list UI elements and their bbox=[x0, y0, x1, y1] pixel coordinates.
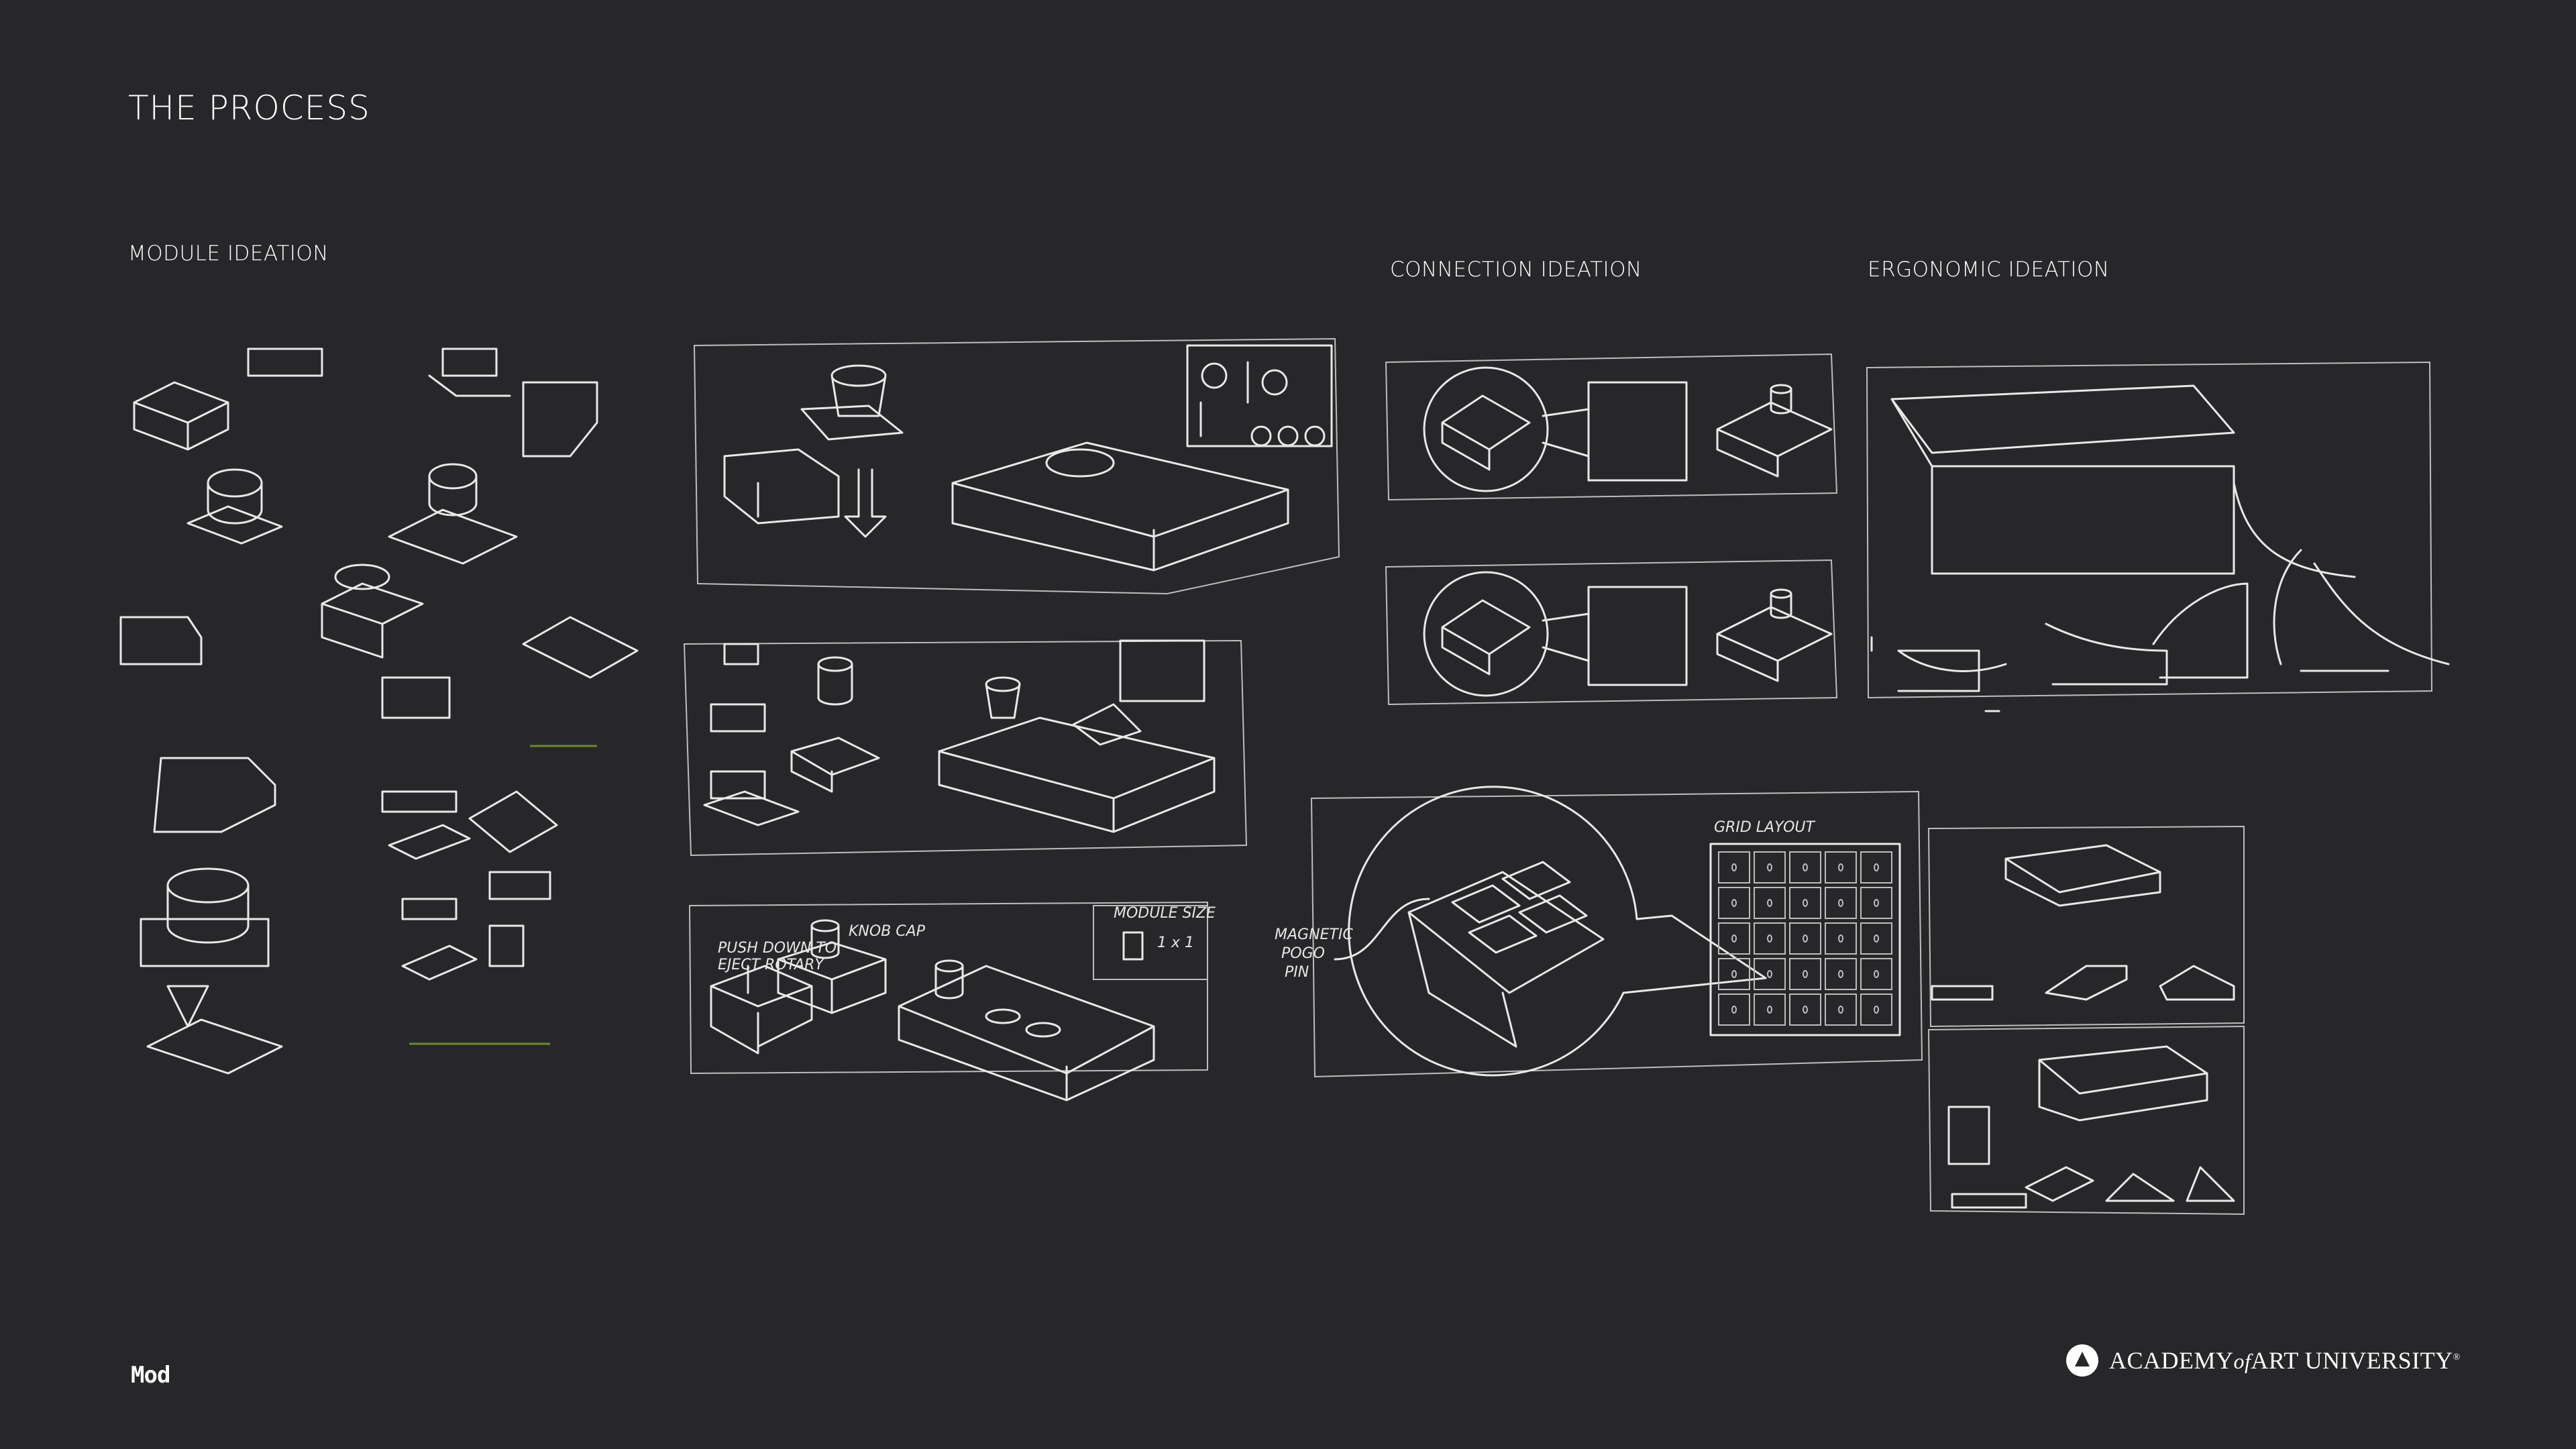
aau-wordmark: ACADEMYofART UNIVERSITY® bbox=[2109, 1346, 2461, 1375]
pogo-pin-dot bbox=[1731, 1006, 1737, 1014]
pogo-pin-dot bbox=[1767, 934, 1772, 943]
grid-cell bbox=[1754, 994, 1786, 1026]
magnifier-bubble bbox=[1348, 786, 1767, 1077]
pogo-pin-dot bbox=[1731, 863, 1737, 871]
ergonomic-sketch-main bbox=[1866, 361, 2450, 712]
grid-cell bbox=[1718, 922, 1750, 955]
pogo-pin-dot bbox=[1803, 1006, 1808, 1014]
grid-cell bbox=[1825, 887, 1857, 919]
magnetic-label: MAGNETIC bbox=[1275, 926, 1353, 943]
push-down-label: PUSH DOWN TO bbox=[718, 940, 837, 957]
module-size-value: 1 x 1 bbox=[1157, 934, 1194, 951]
ergonomic-sketch-3 bbox=[1927, 1025, 2245, 1216]
grid-cell bbox=[1860, 994, 1892, 1026]
aau-wordmark-of: of bbox=[2233, 1349, 2251, 1373]
module-size-label: MODULE SIZE bbox=[1114, 905, 1216, 922]
grid-cell bbox=[1754, 958, 1786, 990]
grid-cell bbox=[1754, 922, 1786, 955]
grid-cell bbox=[1789, 958, 1821, 990]
aau-seal-icon bbox=[2066, 1344, 2098, 1377]
grid-cell bbox=[1718, 994, 1750, 1026]
grid-cell bbox=[1789, 851, 1821, 883]
pogo-pin-dot bbox=[1803, 970, 1808, 978]
pogo-pin-dot bbox=[1803, 899, 1808, 907]
pogo-pin-dot bbox=[1767, 863, 1772, 871]
pogo-pin-dot bbox=[1874, 899, 1879, 907]
pogo-pin-dot bbox=[1838, 1006, 1843, 1014]
grid-cell bbox=[1718, 851, 1750, 883]
grid-cell bbox=[1789, 887, 1821, 919]
pogo-pin-dot bbox=[1838, 934, 1843, 943]
pogo-pin-dot bbox=[1874, 934, 1879, 943]
grid-cell bbox=[1718, 887, 1750, 919]
grid-cell bbox=[1754, 851, 1786, 883]
page-title: THE PROCESS bbox=[128, 89, 370, 127]
grid-cell bbox=[1718, 958, 1750, 990]
grid-layout-label: GRID LAYOUT bbox=[1714, 819, 1816, 836]
grid-cell bbox=[1754, 887, 1786, 919]
grid-cell bbox=[1860, 887, 1892, 919]
pogo-pin-dot bbox=[1731, 970, 1737, 978]
pogo-pin-dot bbox=[1767, 970, 1772, 978]
pogo-pin-dot bbox=[1838, 899, 1843, 907]
pogo-pin-dot bbox=[1767, 899, 1772, 907]
aau-wordmark-b: ART UNIVERSITY bbox=[2251, 1347, 2453, 1374]
pogo-label: POGO bbox=[1281, 945, 1325, 962]
module-ideation-heading: MODULE IDEATION bbox=[128, 241, 329, 266]
pin-label: PIN bbox=[1285, 964, 1309, 981]
pogo-pin-dot bbox=[1731, 899, 1737, 907]
pogo-pin-dot bbox=[1731, 934, 1737, 943]
ergonomic-ideation-heading: ERGONOMIC IDEATION bbox=[1868, 258, 2110, 282]
pogo-pin-dot bbox=[1838, 863, 1843, 871]
grid-layout-cells bbox=[1718, 851, 1892, 1026]
pogo-pin-dot bbox=[1803, 863, 1808, 871]
module-sketch-panel-c: MODULE SIZE 1 x 1 PUSH DOWN TO EJECT ROT… bbox=[688, 901, 1216, 1102]
eject-rotary-label: EJECT ROTARY bbox=[718, 957, 824, 973]
pogo-pin-dot bbox=[1803, 934, 1808, 943]
pogo-pin-dot bbox=[1874, 970, 1879, 978]
grid-cell bbox=[1825, 851, 1857, 883]
connection-sketch-detail: MAGNETIC POGO PIN GRID LAYOUT bbox=[1275, 786, 1923, 1078]
grid-cell bbox=[1789, 994, 1821, 1026]
pogo-pin-dot bbox=[1874, 863, 1879, 871]
pogo-pin-dot bbox=[1767, 1006, 1772, 1014]
module-sketches bbox=[119, 347, 639, 1075]
aau-wordmark-a: ACADEMY bbox=[2109, 1347, 2234, 1374]
pogo-pin-dot bbox=[1874, 1006, 1879, 1014]
grid-cell bbox=[1860, 922, 1892, 955]
grid-cell bbox=[1860, 851, 1892, 883]
pogo-pin-dot bbox=[1838, 970, 1843, 978]
knob-cap-label: KNOB CAP bbox=[849, 923, 926, 940]
module-sketch-panel-b bbox=[683, 639, 1248, 857]
connection-sketch-1 bbox=[1385, 353, 1838, 501]
grid-cell bbox=[1789, 922, 1821, 955]
module-sketch-panel-a bbox=[693, 337, 1340, 595]
academy-of-art-university-logo: ACADEMYofART UNIVERSITY® bbox=[2066, 1344, 2461, 1377]
connection-sketch-2 bbox=[1385, 559, 1838, 706]
grid-cell bbox=[1825, 922, 1857, 955]
connection-ideation-heading: CONNECTION IDEATION bbox=[1390, 258, 1642, 282]
grid-cell bbox=[1825, 958, 1857, 990]
ergonomic-sketch-2 bbox=[1927, 825, 2245, 1028]
registered-mark: ® bbox=[2453, 1352, 2461, 1362]
grid-cell bbox=[1825, 994, 1857, 1026]
grid-cell bbox=[1860, 958, 1892, 990]
mod-brand-logo: Mod bbox=[131, 1362, 170, 1389]
